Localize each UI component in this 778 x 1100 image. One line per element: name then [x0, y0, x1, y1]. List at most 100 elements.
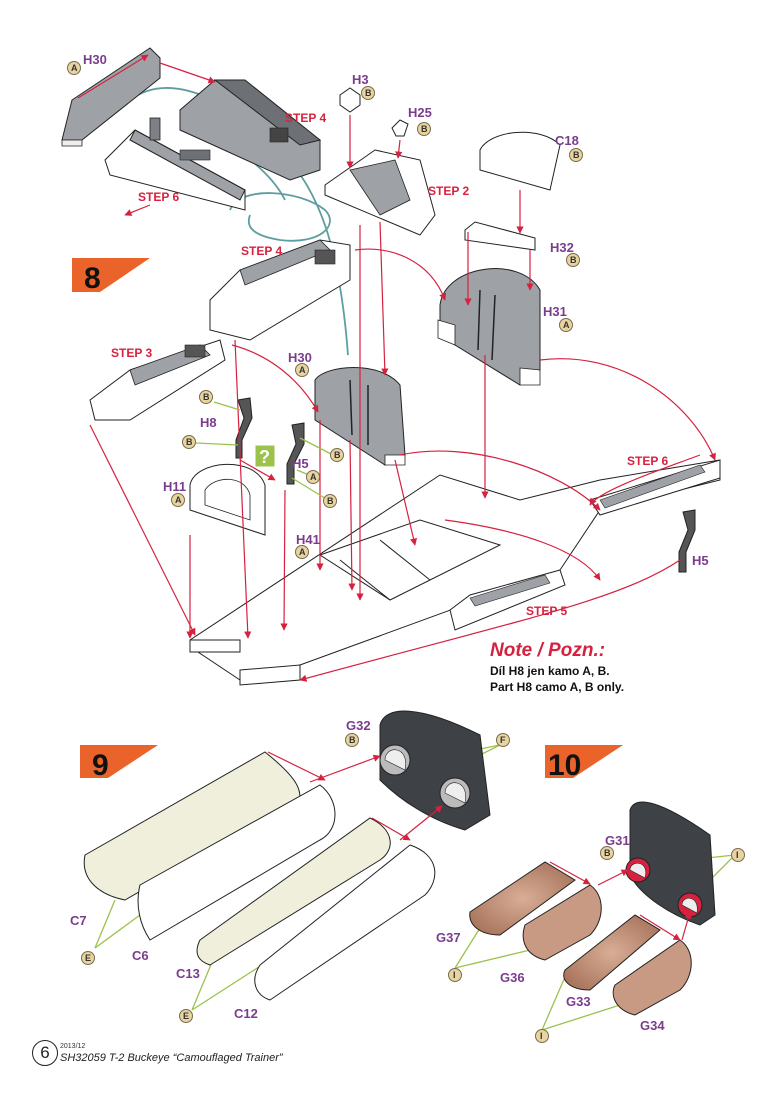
label-c18: C18	[555, 133, 579, 148]
note-line-czech: Díl H8 jen kamo A, B.	[490, 664, 610, 678]
svg-text:?: ?	[259, 447, 270, 467]
step-10-arrows	[549, 861, 692, 941]
label-h30-top: H30	[83, 52, 107, 67]
svg-text:I: I	[540, 1031, 543, 1041]
label-h5-left: H5	[292, 456, 309, 471]
paint-callout-g32: B	[345, 733, 359, 747]
step-9-flag: 9	[80, 745, 158, 782]
label-c7: C7	[70, 913, 87, 928]
part-labels: H30 H3 H25 C18 H32 H31 H30 H8 H5 H11 H41…	[70, 52, 709, 1033]
step-8-arrows	[77, 54, 716, 682]
sub-assembly-step3	[89, 339, 226, 421]
svg-text:B: B	[365, 88, 372, 98]
svg-text:B: B	[334, 450, 341, 460]
paint-callout-g31: B	[600, 846, 614, 860]
svg-text:I: I	[453, 970, 456, 980]
paint-callout-h25: B	[417, 122, 431, 136]
label-c13: C13	[176, 966, 200, 981]
svg-text:A: A	[310, 472, 317, 482]
ref-step6-top: STEP 6	[138, 190, 179, 204]
svg-text:B: B	[570, 255, 577, 265]
part-h5-left	[286, 422, 305, 485]
part-c13-c12	[196, 817, 436, 1001]
label-g33: G33	[566, 994, 591, 1009]
paint-callout-h11: A	[171, 493, 185, 507]
step-9-arrows	[267, 751, 443, 841]
part-h3	[339, 87, 361, 113]
svg-text:A: A	[175, 495, 182, 505]
part-h5-right	[678, 509, 696, 573]
label-h25: H25	[408, 105, 432, 120]
label-g32: G32	[346, 718, 371, 733]
note-block: Note / Pozn.: Díl H8 jen kamo A, B. Part…	[490, 640, 624, 694]
paint-callout-h5-3: B	[323, 494, 337, 508]
svg-text:A: A	[563, 320, 570, 330]
ref-step6-right: STEP 6	[627, 454, 668, 468]
svg-text:B: B	[604, 848, 611, 858]
part-g33-g34	[563, 914, 692, 1016]
part-h11	[189, 463, 266, 536]
ref-step4-top: STEP 4	[285, 111, 326, 125]
part-c7-c6	[83, 751, 336, 941]
label-c12: C12	[234, 1006, 258, 1021]
cockpit-tub	[189, 459, 721, 686]
paint-callout-i-g37: I	[448, 968, 462, 982]
svg-text:B: B	[421, 124, 428, 134]
part-h32	[464, 221, 536, 251]
paint-callouts: A B B B B A A B B A B B A A B F E E B I …	[67, 61, 745, 1043]
part-h30-top-panel	[61, 47, 161, 147]
label-h32: H32	[550, 240, 574, 255]
label-h5-right: H5	[692, 553, 709, 568]
paint-callout-h5-2: B	[330, 448, 344, 462]
ref-step5: STEP 5	[526, 604, 567, 618]
sub-assembly-step4-top	[179, 79, 322, 181]
label-h8: H8	[200, 415, 217, 430]
paint-callout-c18: B	[569, 148, 583, 162]
label-g37: G37	[436, 930, 461, 945]
part-g31	[625, 801, 716, 926]
svg-text:A: A	[299, 547, 306, 557]
footer-title: SH32059 T-2 Buckeye “Camouflaged Trainer…	[60, 1052, 283, 1064]
paint-callout-c13-c12: E	[179, 1009, 193, 1023]
paint-callout-h8-2: B	[182, 435, 196, 449]
paint-callout-i-top: I	[731, 848, 745, 862]
paint-callout-h5-1: A	[306, 470, 320, 484]
svg-text:E: E	[85, 953, 91, 963]
svg-text:B: B	[186, 437, 193, 447]
ref-step3: STEP 3	[111, 346, 152, 360]
svg-text:E: E	[183, 1011, 189, 1021]
ref-step2: STEP 2	[428, 184, 469, 198]
label-h3: H3	[352, 72, 369, 87]
question-mark-box: ?	[254, 444, 276, 468]
paint-callout-h32: B	[566, 253, 580, 267]
svg-text:A: A	[299, 365, 306, 375]
paint-callout-h3: B	[361, 86, 375, 100]
label-h30-mid: H30	[288, 350, 312, 365]
svg-text:B: B	[573, 150, 580, 160]
svg-text:F: F	[500, 735, 506, 745]
part-h31	[437, 268, 541, 386]
paint-callout-h8-1: B	[199, 390, 213, 404]
part-g37-g36	[469, 861, 602, 961]
ref-step4-mid: STEP 4	[241, 244, 282, 258]
label-h11: H11	[163, 479, 186, 494]
svg-text:A: A	[71, 63, 78, 73]
sub-assembly-step6-top	[104, 117, 246, 211]
paint-callout-h31: A	[559, 318, 573, 332]
page-number: 6	[32, 1040, 58, 1066]
svg-text:B: B	[327, 496, 334, 506]
label-g36: G36	[500, 970, 525, 985]
sub-assembly-step4-mid	[209, 239, 351, 341]
step-8-number: 8	[84, 262, 101, 295]
step-10-flag: 10	[545, 745, 623, 782]
note-line-english: Part H8 camo A, B only.	[490, 680, 625, 694]
svg-text:B: B	[203, 392, 210, 402]
label-h41: H41	[296, 532, 320, 547]
footer-date: 2013/12	[60, 1043, 86, 1050]
label-g31: G31	[605, 833, 630, 848]
paint-callout-f: F	[496, 733, 510, 747]
paint-callout-h30-a: A	[67, 61, 81, 75]
note-title: Note / Pozn.:	[490, 640, 606, 661]
paint-callout-h30-b: A	[295, 363, 309, 377]
